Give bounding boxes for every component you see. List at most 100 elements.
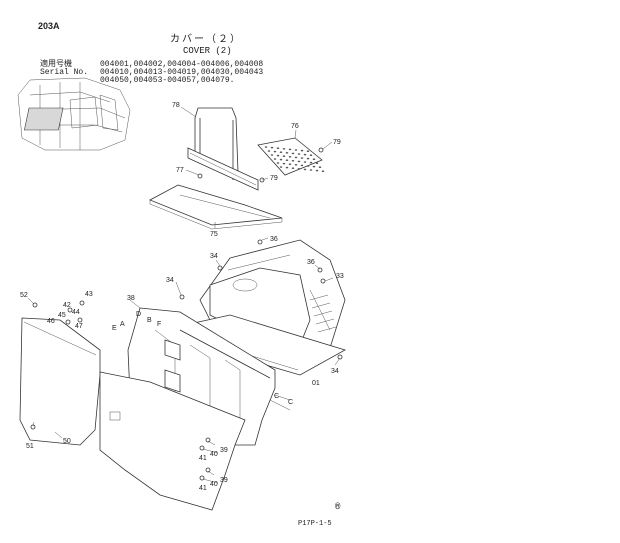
callout-label: 75 bbox=[210, 231, 218, 238]
mesh-hole bbox=[264, 146, 268, 148]
page-reference: P17P-1-5 bbox=[298, 520, 332, 528]
mesh-hole bbox=[315, 162, 319, 164]
serial-line: 004050,004053-004057,004079. bbox=[100, 76, 235, 85]
callout-label: C bbox=[274, 393, 279, 400]
mesh-hole bbox=[312, 165, 316, 168]
mesh-hole bbox=[291, 160, 295, 162]
mesh-hole bbox=[276, 162, 280, 164]
mesh-hole bbox=[300, 157, 304, 159]
callout-label: 42 bbox=[63, 302, 71, 309]
mesh-hole bbox=[303, 161, 307, 163]
callout-label: E bbox=[112, 325, 117, 332]
callout-label: C bbox=[288, 399, 293, 406]
serial-line: 004001,004002,004004-004006,004008 bbox=[100, 60, 264, 69]
callout-label: 38 bbox=[127, 295, 135, 302]
callout-label: 78 bbox=[172, 102, 180, 109]
registered-mark: ® bbox=[335, 502, 341, 512]
mesh-hole bbox=[294, 149, 298, 151]
callout-label: 79 bbox=[333, 139, 341, 146]
mesh-hole bbox=[270, 154, 274, 156]
mesh-hole bbox=[288, 148, 292, 151]
mesh-hole bbox=[282, 148, 286, 150]
mesh-hole bbox=[312, 158, 316, 160]
mesh-hole bbox=[297, 160, 301, 163]
callout-label: 41 bbox=[199, 485, 207, 492]
mesh-hole bbox=[279, 166, 283, 168]
serial-line: 004010,004013-004019,004030,004043 bbox=[100, 68, 264, 77]
mesh-hole bbox=[321, 170, 325, 172]
hood-cover-part bbox=[179, 239, 347, 376]
callout-label: 36 bbox=[307, 259, 315, 266]
mesh-hole bbox=[309, 169, 313, 171]
mesh-hole bbox=[273, 158, 277, 160]
mesh-hole bbox=[294, 156, 298, 159]
front-panel-part bbox=[99, 371, 246, 511]
callout-label: 76 bbox=[291, 123, 299, 130]
page-title-japanese: カバー（２） bbox=[170, 34, 242, 45]
callout-label: 34 bbox=[210, 253, 218, 260]
mesh-hole bbox=[309, 154, 313, 156]
lower-skirt-panel bbox=[127, 307, 276, 446]
callout-label: 40 bbox=[210, 481, 218, 488]
mesh-hole bbox=[306, 150, 310, 152]
mesh-hole bbox=[279, 151, 283, 153]
mesh-hole bbox=[282, 162, 286, 165]
callout-label: F bbox=[157, 321, 161, 328]
callout-label: 44 bbox=[72, 309, 80, 316]
base-plate-part bbox=[149, 184, 283, 230]
callout-label: 41 bbox=[199, 455, 207, 462]
mesh-hole bbox=[303, 153, 307, 156]
callout-label: 47 bbox=[75, 323, 83, 330]
machine-thumbnail bbox=[17, 77, 131, 151]
mesh-hole bbox=[270, 146, 274, 149]
mesh-hole bbox=[303, 168, 307, 171]
callout-label: 45 bbox=[58, 312, 66, 319]
callout-label: 77 bbox=[176, 167, 184, 174]
mesh-hole bbox=[276, 154, 280, 157]
callout-label: 51 bbox=[26, 443, 34, 450]
mesh-hole bbox=[288, 163, 292, 165]
callout-label: 52 bbox=[20, 292, 28, 299]
mesh-hole bbox=[294, 164, 298, 166]
callout-label: 33 bbox=[336, 273, 344, 280]
mesh-hole bbox=[297, 153, 301, 155]
callout-label: 40 bbox=[210, 451, 218, 458]
mesh-hole bbox=[300, 164, 304, 167]
callout-label: 34 bbox=[166, 277, 174, 284]
mesh-hole bbox=[285, 166, 289, 169]
mesh-hole bbox=[285, 152, 289, 154]
page-title-english: COVER (2) bbox=[183, 46, 232, 56]
mesh-hole bbox=[288, 156, 292, 158]
mesh-hole bbox=[291, 152, 295, 155]
callout-label: 34 bbox=[331, 368, 339, 375]
serial-label-english: Serial No. bbox=[40, 68, 89, 77]
mesh-hole bbox=[273, 150, 277, 153]
mesh-hole bbox=[279, 158, 283, 161]
mesh-hole bbox=[276, 147, 280, 149]
mesh-hole bbox=[291, 167, 295, 169]
mesh-plate-part bbox=[257, 137, 325, 176]
callout-label: 79 bbox=[270, 175, 278, 182]
callout-label: 50 bbox=[63, 438, 71, 445]
mesh-hole bbox=[285, 159, 289, 161]
callout-label: B bbox=[147, 317, 152, 324]
callout-label: 36 bbox=[270, 236, 278, 243]
mesh-hole bbox=[306, 165, 310, 167]
mesh-hole bbox=[315, 169, 319, 172]
callout-labels: 78 76 79 77 79 75 36 34 36 33 34 38 52 4… bbox=[20, 102, 344, 492]
callout-label: 39 bbox=[220, 477, 228, 484]
callout-label: D bbox=[136, 311, 141, 318]
serial-label-japanese: 適用号機 bbox=[40, 60, 72, 69]
leader-lines bbox=[27, 106, 341, 484]
mesh-hole bbox=[282, 155, 286, 157]
mesh-hole bbox=[309, 161, 313, 164]
side-door-part bbox=[19, 317, 101, 446]
callout-label: 01 bbox=[312, 380, 320, 387]
handrail-part bbox=[187, 107, 259, 191]
mesh-hole bbox=[300, 149, 304, 152]
page-code: 203A bbox=[38, 21, 60, 31]
callout-label: A bbox=[120, 321, 125, 328]
callout-label: 46 bbox=[47, 318, 55, 325]
mesh-hole bbox=[267, 150, 271, 152]
